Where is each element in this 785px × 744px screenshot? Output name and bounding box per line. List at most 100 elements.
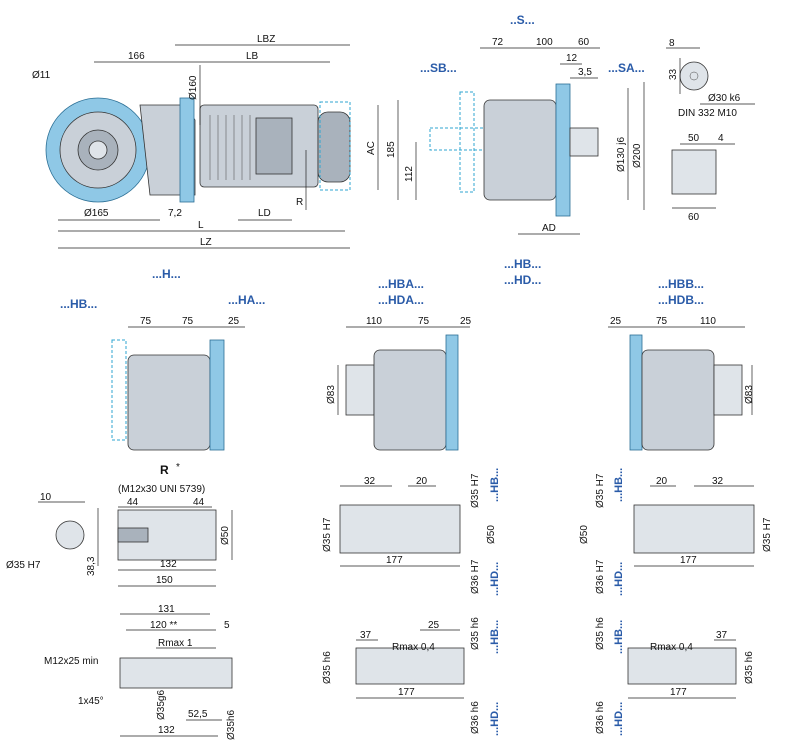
dim-m12x25: M12x25 min — [44, 656, 98, 667]
dim-d83: Ø83 — [326, 385, 337, 404]
dim-7-2: 7,2 — [168, 208, 182, 219]
label-hd-right: ...HD... — [613, 562, 625, 596]
label-hd-mid: ...HD... — [489, 562, 501, 596]
shaft-end-circle — [679, 61, 709, 91]
dim-d200: Ø200 — [632, 143, 643, 168]
dim-131: 131 — [158, 604, 175, 615]
dim-75: 75 — [656, 316, 668, 327]
r-bore-circle — [55, 520, 85, 550]
dim-132-s: 132 — [158, 725, 175, 736]
dim-5: 5 — [224, 620, 230, 631]
dim-25: 25 — [228, 316, 240, 327]
shaft-left-detail: 131 120 ** 5 Rmax 1 M12x25 min 1x45° Ø35… — [44, 604, 237, 740]
label-hbb: ...HBB... — [658, 277, 704, 291]
h-hb-ghost — [111, 339, 127, 441]
terminal-box — [255, 117, 293, 175]
h-view: ...H... ...HB... ...HA... 75 75 25 — [60, 267, 265, 451]
dim-d35g6: Ø35g6 — [156, 690, 167, 720]
hba-view: ...HBA... ...HDA... 110 75 25 Ø83 — [326, 277, 472, 451]
dim-25-s: 25 — [428, 620, 440, 631]
dim-132: 132 — [160, 559, 177, 570]
dim-44a: 44 — [127, 497, 139, 508]
hba-flange — [445, 334, 459, 451]
shaft-mid-detail: 37 25 Rmax 0,4 Ø35 h6 Ø35 h6 Ø36 h6 177 … — [322, 617, 501, 736]
dim-ad: AD — [542, 223, 556, 234]
dim-d36h6: Ø36 h6 — [470, 701, 481, 734]
label-h: ...H... — [152, 267, 181, 281]
shaft-right-body — [627, 647, 737, 685]
label-hba: ...HBA... — [378, 277, 424, 291]
dim-1x45: 1x45° — [78, 696, 104, 707]
dim-8: 8 — [669, 38, 675, 49]
dim-3-5: 3,5 — [578, 67, 592, 78]
h-flange — [209, 339, 225, 451]
dim-150: 150 — [156, 575, 173, 586]
dim-100: 100 — [536, 37, 553, 48]
hbb-hollow-shaft — [713, 364, 743, 416]
sb-flange-outline — [459, 91, 475, 193]
dim-rmax04-r: Rmax 0,4 — [650, 642, 693, 653]
dim-185: 185 — [386, 141, 397, 158]
dim-d35h7-top: Ø35 H7 — [470, 473, 481, 508]
dim-44b: 44 — [193, 497, 205, 508]
side-view: ..S... ...SB... ...SA... 72 100 60 12 3,… — [386, 13, 645, 235]
dim-4: 4 — [718, 133, 724, 144]
label-hd-shaft-mid: ...HD... — [489, 702, 501, 736]
dim-d35h7-top-r: Ø35 H7 — [595, 473, 606, 508]
label-hb-mid: ...HB... — [489, 468, 501, 502]
dim-d35h6: Ø35h6 — [226, 710, 237, 740]
dim-d30k6: Ø30 k6 — [708, 93, 741, 104]
dim-50: 50 — [688, 133, 700, 144]
label-hb-2: ...HB... — [504, 257, 541, 271]
label-hdb: ...HDB... — [658, 293, 704, 307]
shaft-right-detail: Ø35 h6 Ø36 h6 Rmax 0,4 37 Ø35 h6 177 ...… — [595, 617, 755, 736]
label-hb-right: ...HB... — [613, 468, 625, 502]
dim-12: 12 — [566, 53, 578, 64]
hdb-right-shaft — [633, 504, 755, 554]
label-hb: ...HB... — [60, 297, 97, 311]
dim-75a: 75 — [140, 316, 152, 327]
label-hd-shaft-right: ...HD... — [613, 702, 625, 736]
dim-d165: Ø165 — [84, 208, 109, 219]
label-ha: ...HA... — [228, 293, 265, 307]
hb-mid-detail: 32 20 Ø35 H7 Ø50 Ø35 H7 Ø36 H7 177 ...HB… — [322, 468, 501, 596]
r-title: R — [160, 463, 169, 477]
dim-lz: LZ — [200, 237, 212, 248]
dim-33: 33 — [668, 68, 679, 80]
r-star: * — [176, 462, 180, 473]
dim-d83: Ø83 — [744, 385, 755, 404]
dim-177-s: 177 — [398, 687, 415, 698]
hbb-view: ...HBB... ...HDB... 25 75 110 Ø83 — [608, 277, 755, 451]
dim-r: R — [296, 197, 303, 208]
dim-d36h6-r: Ø36 h6 — [595, 701, 606, 734]
dim-110: 110 — [700, 316, 716, 327]
shaft-left-body — [119, 657, 233, 689]
hdb-right-detail: Ø35 H7 Ø36 H7 20 32 Ø50 Ø35 H7 177 ...HB… — [579, 468, 773, 596]
motor-fan-cover — [317, 111, 351, 183]
dim-60-key: 60 — [688, 212, 700, 223]
hbb-housing — [641, 349, 715, 451]
dim-d35h6-left: Ø35 h6 — [322, 651, 333, 684]
dim-d35h7-right: Ø35 H7 — [762, 517, 773, 552]
dim-d130: Ø130 j6 — [616, 137, 627, 172]
label-hb-shaft-right: ...HB... — [613, 620, 625, 654]
dim-rmax04: Rmax 0,4 — [392, 642, 435, 653]
shaft-side — [671, 149, 717, 195]
hb-mid-shaft — [339, 504, 461, 554]
dim-177: 177 — [386, 555, 403, 566]
key-detail: 8 33 Ø30 k6 DIN 332 M10 50 4 60 — [666, 38, 755, 223]
side-housing — [483, 99, 557, 201]
dim-d11: Ø11 — [32, 70, 51, 81]
hb-hd-label: ...HB... ...HD... — [504, 257, 541, 287]
dim-d36h7: Ø36 H7 — [470, 559, 481, 594]
motor-flange — [179, 97, 195, 203]
shaft-mid-body — [355, 647, 465, 685]
dim-75: 75 — [418, 316, 430, 327]
dim-d50-r: Ø50 — [579, 525, 590, 544]
dim-25: 25 — [460, 316, 472, 327]
dim-din332: DIN 332 M10 — [678, 108, 737, 119]
dim-20-r: 20 — [656, 476, 668, 487]
dim-120: 120 ** — [150, 620, 177, 631]
label-sb: ...SB... — [420, 61, 457, 75]
dim-l: L — [198, 220, 204, 231]
